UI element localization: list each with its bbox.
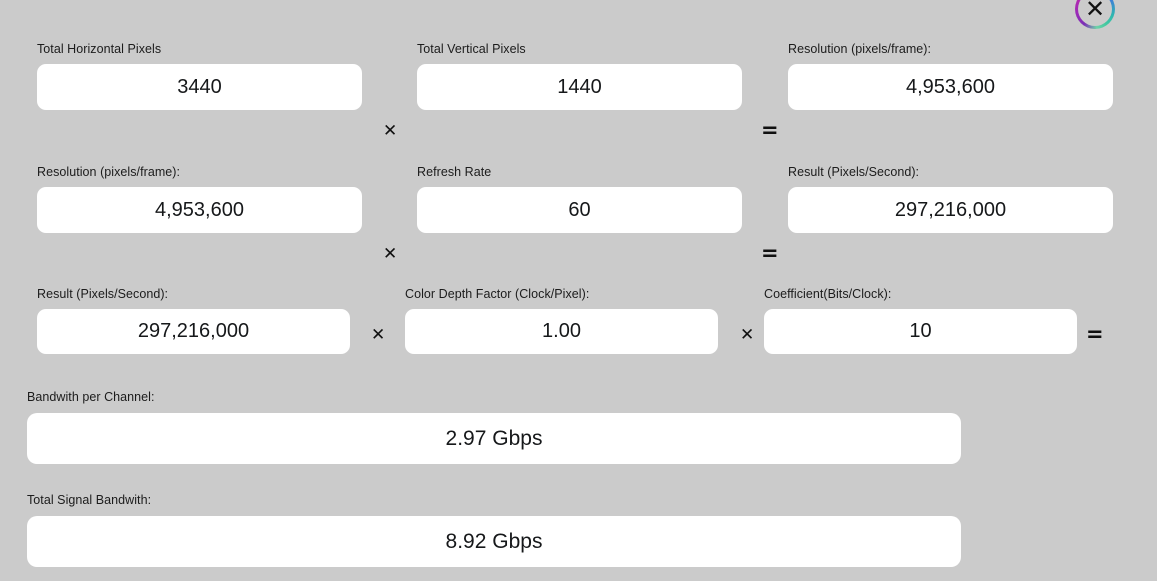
equals-icon-row2: = [761,241,779,265]
field-result-pixels-per-second: Result (Pixels/Second): [37,287,350,355]
label-result-pixels-per-second: Result (Pixels/Second): [37,287,169,301]
input-total-signal-bandwidth[interactable] [27,516,961,567]
field-coefficient-bits-per-clock: Coefficient(Bits/Clock): [764,287,1077,355]
label-total-horizontal-pixels: Total Horizontal Pixels [37,42,162,56]
input-result-pixels-per-second-output[interactable] [788,187,1113,233]
input-result-pixels-per-second[interactable] [37,309,350,354]
field-total-vertical-pixels: Total Vertical Pixels [417,42,742,110]
field-bandwidth-per-channel: Bandwith per Channel: [27,390,961,464]
input-resolution-pixels-per-frame-result[interactable] [788,64,1113,110]
input-total-horizontal-pixels[interactable] [37,64,362,110]
close-icon[interactable]: ✕ [1075,0,1115,29]
field-resolution-pixels-per-frame-result: Resolution (pixels/frame): [788,42,1113,110]
input-total-vertical-pixels[interactable] [417,64,742,110]
input-bandwidth-per-channel[interactable] [27,413,961,464]
close-glyph: ✕ [1084,0,1106,23]
input-refresh-rate[interactable] [417,187,742,233]
input-coefficient-bits-per-clock[interactable] [764,309,1077,354]
multiply-icon-row1: ✕ [383,121,398,141]
label-refresh-rate: Refresh Rate [417,165,492,179]
label-total-signal-bandwidth: Total Signal Bandwith: [27,493,152,507]
multiply-icon-row3-first: ✕ [371,325,386,345]
field-total-horizontal-pixels: Total Horizontal Pixels [37,42,362,110]
field-result-pixels-per-second-output: Result (Pixels/Second): [788,165,1113,233]
label-coefficient-bits-per-clock: Coefficient(Bits/Clock): [764,287,892,301]
label-resolution-pixels-per-frame-result: Resolution (pixels/frame): [788,42,932,56]
label-total-vertical-pixels: Total Vertical Pixels [417,42,526,56]
field-resolution-pixels-per-frame: Resolution (pixels/frame): [37,165,362,233]
field-total-signal-bandwidth: Total Signal Bandwith: [27,493,961,567]
label-color-depth-factor: Color Depth Factor (Clock/Pixel): [405,287,590,301]
label-bandwidth-per-channel: Bandwith per Channel: [27,390,155,404]
input-color-depth-factor[interactable] [405,309,718,354]
label-result-pixels-per-second-output: Result (Pixels/Second): [788,165,920,179]
field-refresh-rate: Refresh Rate [417,165,742,233]
field-color-depth-factor: Color Depth Factor (Clock/Pixel): [405,287,718,355]
equals-icon-row1: = [761,118,779,142]
multiply-icon-row3-second: ✕ [740,325,755,345]
equals-icon-row3: = [1086,322,1104,346]
multiply-icon-row2: ✕ [383,244,398,264]
label-resolution-pixels-per-frame: Resolution (pixels/frame): [37,165,181,179]
input-resolution-pixels-per-frame[interactable] [37,187,362,233]
